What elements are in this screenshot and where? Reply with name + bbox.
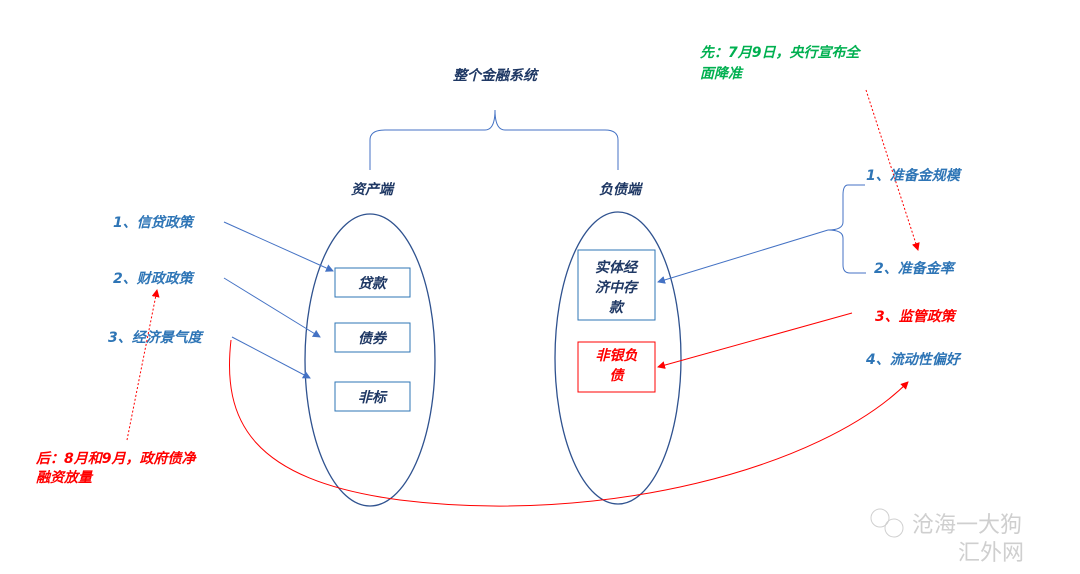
svg-text:济中存: 济中存 bbox=[595, 279, 639, 296]
left-factor-credit: 1、信贷政策 bbox=[113, 214, 196, 231]
diagram-title: 整个金融系统 bbox=[453, 67, 540, 84]
annotation-later-line1: 后：8月和9月，政府债净 bbox=[35, 450, 197, 467]
liability-box-deposits: 实体经 济中存 款 bbox=[577, 249, 656, 321]
arrow-economy-to-nonstandard bbox=[231, 336, 311, 379]
arrow-fiscal-to-bonds bbox=[223, 277, 321, 338]
left-factor-fiscal: 2、财政政策 bbox=[113, 270, 196, 287]
top-brace bbox=[369, 109, 619, 170]
nonbank-liability-label: 非银负债 bbox=[595, 348, 638, 384]
dashed-arrow-later bbox=[126, 289, 160, 441]
annotation-later-line2: 融资放量 bbox=[36, 469, 94, 486]
svg-text:款: 款 bbox=[609, 299, 625, 316]
svg-text:贷款: 贷款 bbox=[358, 275, 388, 292]
right-brace bbox=[827, 184, 866, 274]
liability-ellipse bbox=[554, 211, 682, 505]
right-factor-reserve-ratio: 2、准备金率 bbox=[874, 260, 957, 277]
svg-text:汇外网: 汇外网 bbox=[958, 541, 1024, 566]
svg-text:债券: 债券 bbox=[358, 330, 388, 347]
asset-side-label: 资产端 bbox=[351, 181, 396, 198]
right-factor-reserve-scale: 1、准备金规模 bbox=[866, 167, 963, 184]
arrow-reserves-to-deposits bbox=[657, 229, 829, 284]
arrow-credit-to-loans bbox=[223, 221, 334, 272]
svg-text:沧海一大狗: 沧海一大狗 bbox=[912, 513, 1022, 538]
asset-box-loans: 贷款 bbox=[334, 267, 411, 298]
dashed-arrow-first bbox=[865, 89, 920, 251]
asset-ellipse bbox=[304, 213, 436, 507]
annotation-first-line1: 先：7月9日，央行宣布全 bbox=[700, 44, 861, 61]
svg-text:非标: 非标 bbox=[358, 389, 388, 406]
right-factor-regulation: 3、监管政策 bbox=[875, 308, 958, 325]
liability-box-nonbank: 非银负债 bbox=[577, 341, 656, 393]
asset-box-nonstandard: 非标 bbox=[334, 381, 411, 412]
curve-economy-to-liquidity bbox=[228, 339, 909, 507]
watermark: 沧海一大狗 汇外网 bbox=[870, 508, 1024, 566]
left-factor-economy: 3、经济景气度 bbox=[108, 329, 205, 346]
annotation-first-line2: 面降准 bbox=[700, 65, 744, 82]
asset-box-bonds: 债券 bbox=[334, 322, 411, 353]
right-factor-liquidity: 4、流动性偏好 bbox=[865, 351, 962, 368]
arrow-regulation-to-nonbank bbox=[657, 312, 853, 369]
liability-side-label: 负债端 bbox=[599, 181, 644, 198]
svg-text:实体经: 实体经 bbox=[595, 259, 639, 276]
